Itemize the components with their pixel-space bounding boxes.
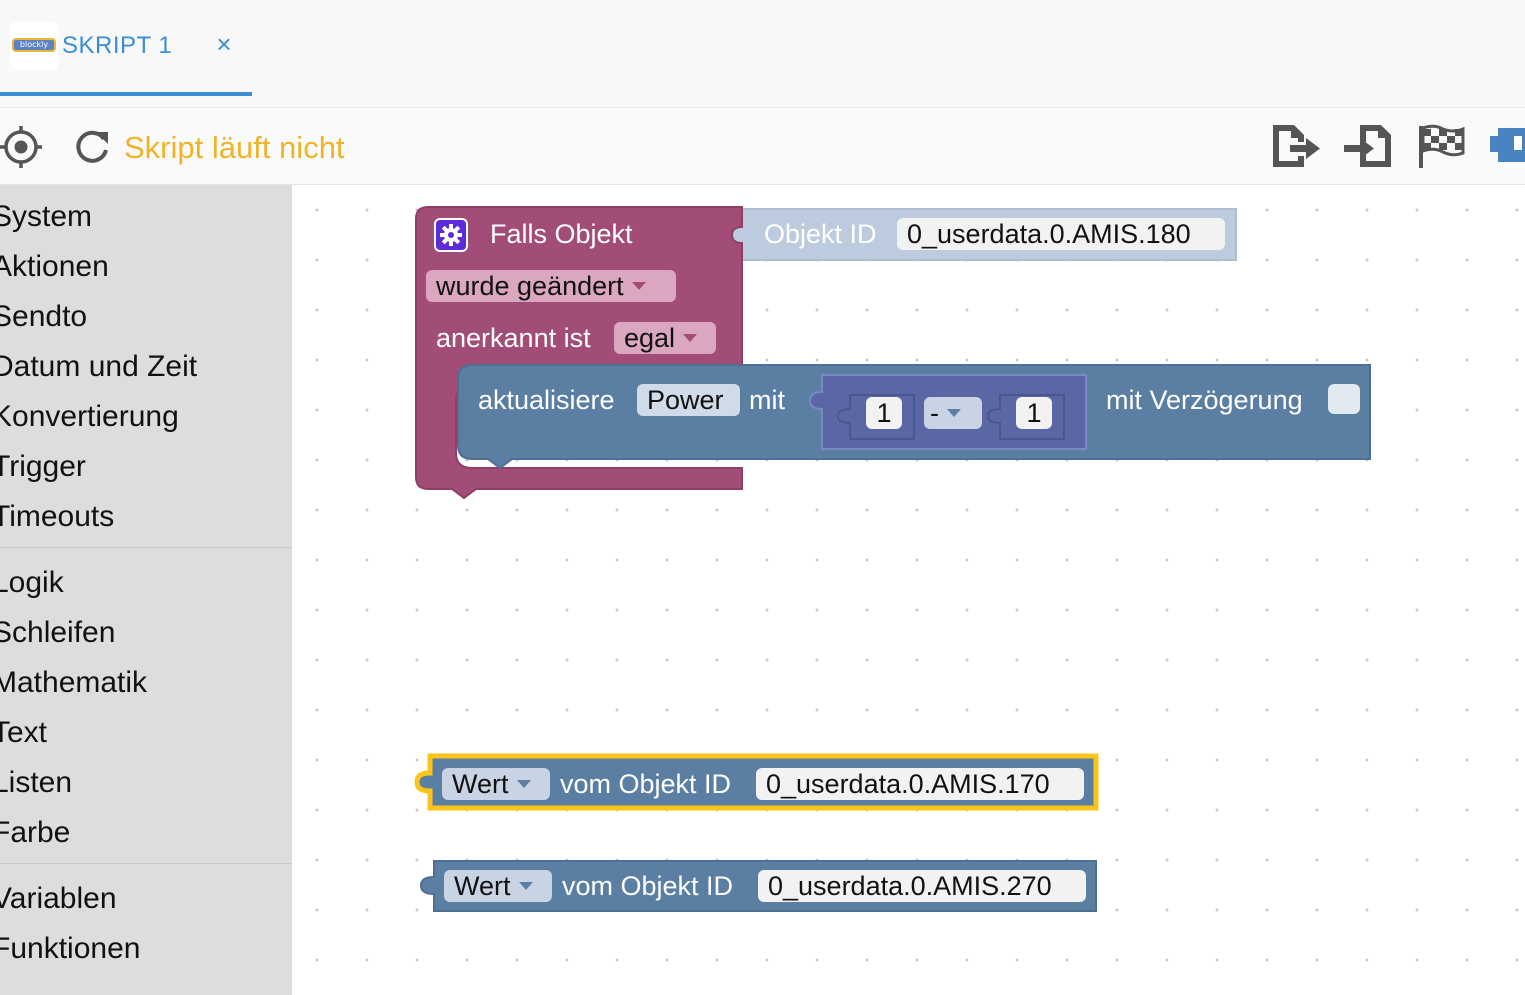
category-text[interactable]: Text [0,716,48,749]
category-mathematik[interactable]: Mathematik [0,666,148,699]
chevron-down-icon [947,408,961,417]
object-id-field-270[interactable]: 0_userdata.0.AMIS.270 [758,870,1086,902]
category-trigger[interactable]: Trigger [0,450,86,483]
script-status: Skript läuft nicht [124,130,345,165]
category-datum-und-zeit[interactable]: Datum und Zeit [0,350,198,383]
reload-icon[interactable] [74,128,112,166]
category-funktionen[interactable]: Funktionen [0,932,141,965]
update-variable-field[interactable]: Power [637,384,740,416]
tab-bar: blockly SKRIPT 1 × [0,0,1525,108]
import-icon[interactable] [1342,122,1394,170]
trigger-label: Falls Objekt [490,219,633,249]
object-id-field-170[interactable]: 0_userdata.0.AMIS.170 [756,768,1084,800]
blockly-workspace[interactable]: Objekt ID 0_userdata.0.AMIS.180 Falls Ob… [292,185,1525,995]
blockly-logo-text: blockly [12,38,56,52]
value-label-170: vom Objekt ID [560,769,732,799]
trigger-changed-value: wurde geändert [436,271,624,301]
blockly-logo-icon: blockly [10,22,58,70]
category-sendto[interactable]: Sendto [0,300,88,333]
number-field-right[interactable]: 1 [1016,397,1052,429]
value-label-270: vom Objekt ID [562,871,734,901]
ack-value: egal [624,323,676,353]
tab-close-icon[interactable]: × [216,29,232,59]
category-timeouts[interactable]: Timeouts [0,500,115,533]
category-farbe[interactable]: Farbe [0,816,71,849]
tab-active-indicator [0,92,252,96]
chevron-down-icon [631,281,646,290]
category-divider [0,547,292,548]
value-type-dropdown-170[interactable]: Wert [442,768,550,800]
number-field-left[interactable]: 1 [866,397,902,429]
category-listen[interactable]: Listen [0,766,73,799]
category-schleifen[interactable]: Schleifen [0,616,116,649]
trigger-settings-icon[interactable] [434,218,468,252]
category-sidebar: System Aktionen Sendto Datum und Zeit Ko… [0,185,292,995]
locate-icon[interactable] [0,124,46,170]
chevron-down-icon [518,881,533,890]
update-with-label: mit [749,385,785,415]
chevron-down-icon [516,779,531,788]
value-type-dropdown-270[interactable]: Wert [444,870,552,902]
delay-label: mit Verzögerung [1106,385,1303,415]
category-divider [0,863,292,864]
category-variablen[interactable]: Variablen [0,882,117,915]
tab-skript-1[interactable]: blockly SKRIPT 1 × [0,0,252,96]
object-id-field-180[interactable]: 0_userdata.0.AMIS.180 [897,218,1225,250]
chevron-down-icon [683,333,698,342]
export-icon[interactable] [1270,122,1322,170]
toolbar [0,108,1525,185]
category-konvertierung[interactable]: Konvertierung [0,400,179,433]
trigger-changed-dropdown[interactable]: wurde geändert [426,270,676,302]
operator-value: - [930,398,939,428]
blockly-block-icon[interactable] [1488,124,1525,168]
update-label: aktualisiere [478,385,615,415]
category-aktionen[interactable]: Aktionen [0,250,109,283]
object-id-label: Objekt ID [764,219,877,249]
tab-title: SKRIPT 1 [62,32,173,59]
ack-label: anerkannt ist [436,323,591,353]
value-type-value-270: Wert [454,871,511,901]
operator-dropdown[interactable]: - [924,397,982,429]
ack-dropdown[interactable]: egal [614,322,716,354]
delay-checkbox[interactable] [1328,384,1360,414]
category-logik[interactable]: Logik [0,566,64,599]
category-system[interactable]: System [0,200,93,233]
checkered-flag-icon[interactable] [1416,124,1466,170]
value-type-value-170: Wert [452,769,509,799]
